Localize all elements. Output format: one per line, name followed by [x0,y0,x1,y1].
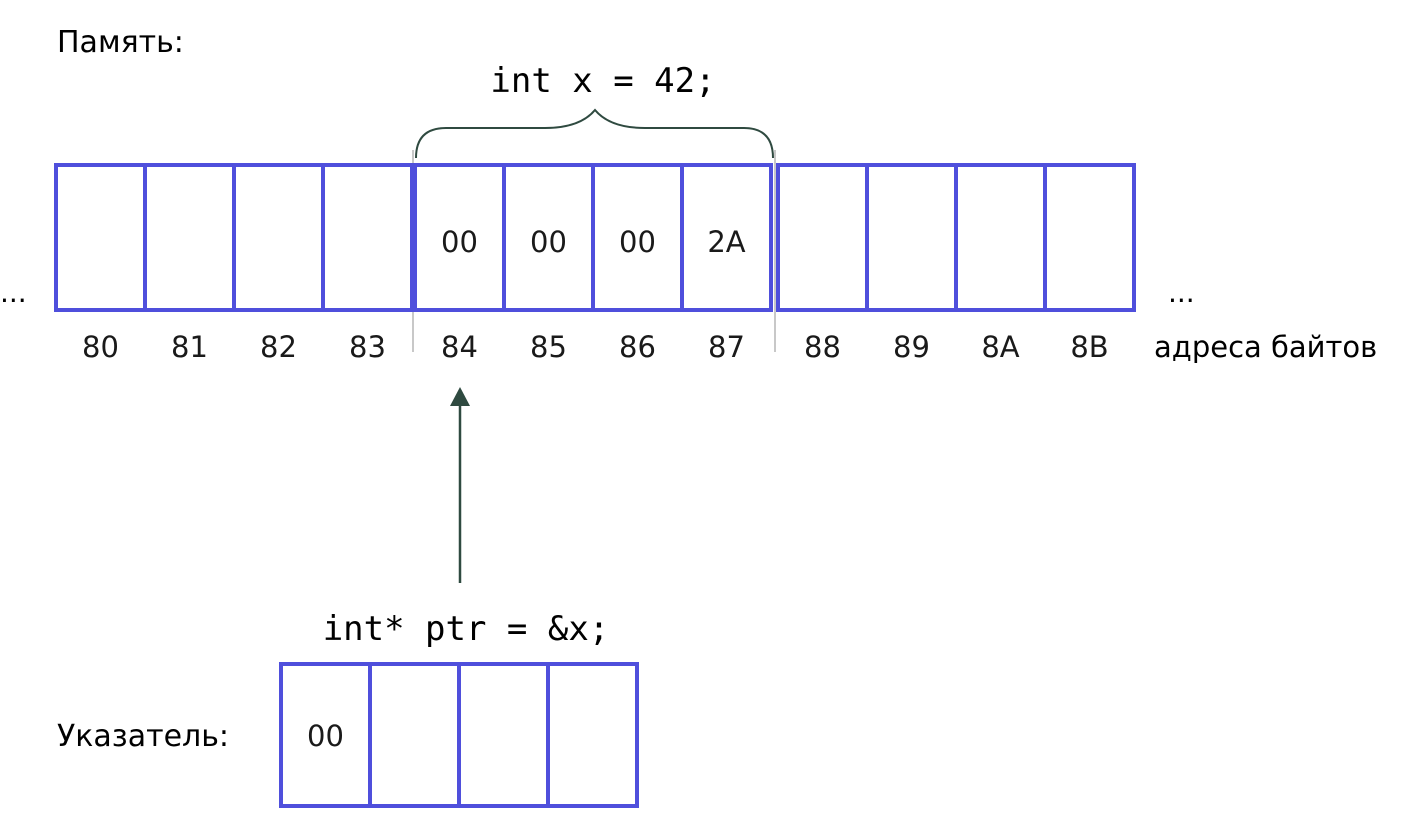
address-label-80: 80 [82,330,119,364]
memory-cell-8B [1043,163,1136,312]
memory-cell-value-87: 2A [707,225,745,259]
address-label-89: 89 [893,330,930,364]
address-label-88: 88 [804,330,841,364]
pointer-declaration: int* ptr = &x; [323,609,610,649]
memory-cell-value-86: 00 [619,225,656,259]
pointer-label: Указатель: [57,719,229,754]
pointer-cell-3 [546,662,639,808]
memory-cell-88 [776,163,869,312]
ellipsis-left: ... [0,276,27,309]
memory-cell-87 [680,163,773,312]
address-label-85: 85 [530,330,567,364]
memory-cell-value-84: 00 [441,225,478,259]
pointer-row: 00 [279,662,639,808]
address-label-83: 83 [349,330,386,364]
address-label-8A: 8A [981,330,1019,364]
memory-cell-83 [321,163,414,312]
memory-cell-82 [232,163,325,312]
pointer-arrow-head [450,387,470,406]
addresses-caption: адреса байтов [1154,330,1377,364]
memory-cell-value-85: 00 [530,225,567,259]
variable-declaration: int x = 42; [490,61,715,101]
memory-cell-81 [143,163,236,312]
pointer-cell-2 [457,662,550,808]
memory-cell-8A [954,163,1047,312]
memory-cell-80 [54,163,147,312]
address-label-82: 82 [260,330,297,364]
ellipsis-right: ... [1168,276,1195,309]
address-label-8B: 8B [1070,330,1108,364]
memory-row: 80 81 82 83 00 84 00 85 00 86 2A 87 88 89 8A 8B [54,163,1136,364]
pointer-cell-1 [368,662,461,808]
address-label-86: 86 [619,330,656,364]
variable-brace [415,108,774,159]
address-label-87: 87 [708,330,745,364]
pointer-cell-value-0: 00 [307,719,344,753]
address-label-84: 84 [441,330,478,364]
memory-label: Память: [57,25,184,60]
address-label-81: 81 [171,330,208,364]
memory-cell-89 [865,163,958,312]
